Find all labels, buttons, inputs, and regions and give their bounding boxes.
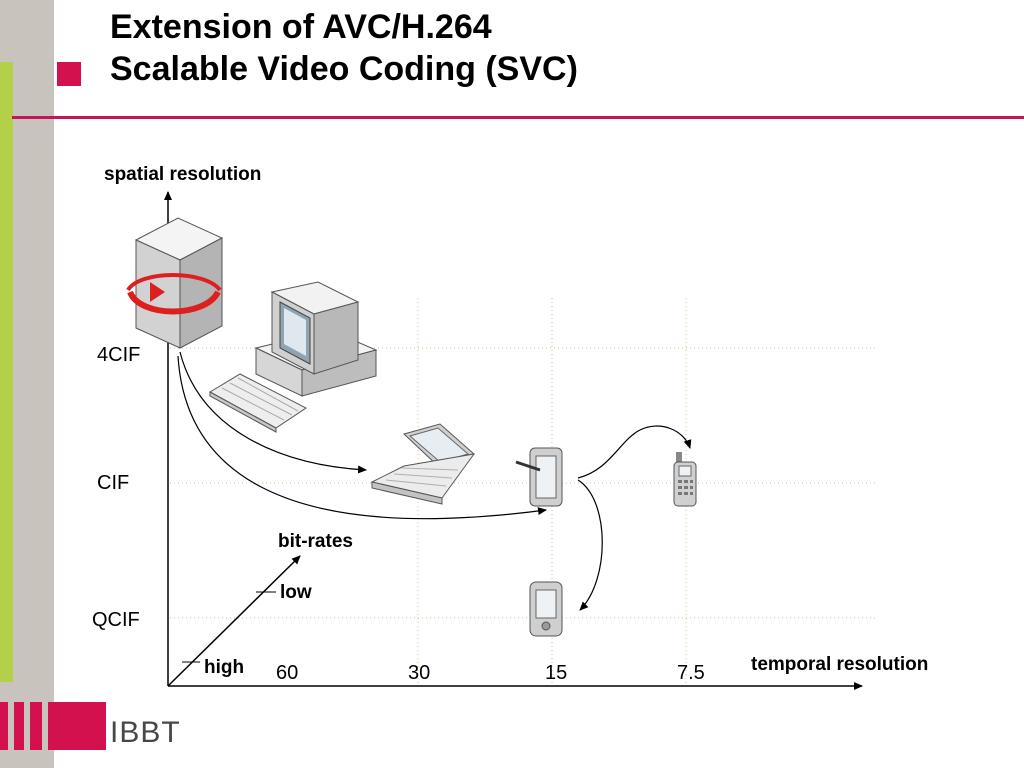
x-axis-label: temporal resolution: [751, 654, 929, 675]
arrow-server-to-laptop: [179, 351, 367, 474]
bitrate-high-label: high: [204, 657, 245, 678]
handheld-pda-icon: [529, 581, 563, 637]
x-tick-30: 30: [408, 662, 431, 684]
x-tick-15: 15: [545, 662, 568, 684]
title-divider: [12, 116, 1024, 119]
title-line-2: Scalable Video Coding (SVC): [110, 50, 578, 88]
arrow-server-to-pda: [177, 355, 547, 520]
y-tick-qcif: QCIF: [92, 609, 140, 631]
laptop-icon: [370, 423, 476, 505]
ibbt-logo-mark: [0, 702, 106, 750]
bitrate-axis: [167, 555, 301, 687]
title-line-1: Extension of AVC/H.264: [110, 8, 492, 46]
x-tick-60: 60: [276, 662, 299, 684]
slide-title: Extension of AVC/H.264 Scalable Video Co…: [110, 6, 578, 90]
server-icon: [126, 217, 224, 349]
brand-wordmark: IBBT: [110, 716, 181, 749]
y-tick-4cif: 4CIF: [97, 344, 141, 366]
stream-arrows: [177, 351, 692, 611]
pda-with-stylus-icon: [515, 447, 563, 507]
mobile-phone-icon: [673, 452, 697, 507]
bitrate-axis-label: bit-rates: [278, 531, 353, 552]
y-axis-label: spatial resolution: [104, 164, 262, 185]
arrow-pda-to-handheld: [577, 479, 603, 611]
arrow-pda-to-phone: [577, 425, 692, 479]
y-tick-cif: CIF: [97, 472, 130, 494]
title-bullet: [57, 62, 81, 86]
x-tick-7-5: 7.5: [677, 662, 705, 684]
bitrate-low-label: low: [280, 582, 312, 603]
left-band-green: [0, 62, 13, 682]
desktop-computer-icon: [208, 281, 378, 433]
